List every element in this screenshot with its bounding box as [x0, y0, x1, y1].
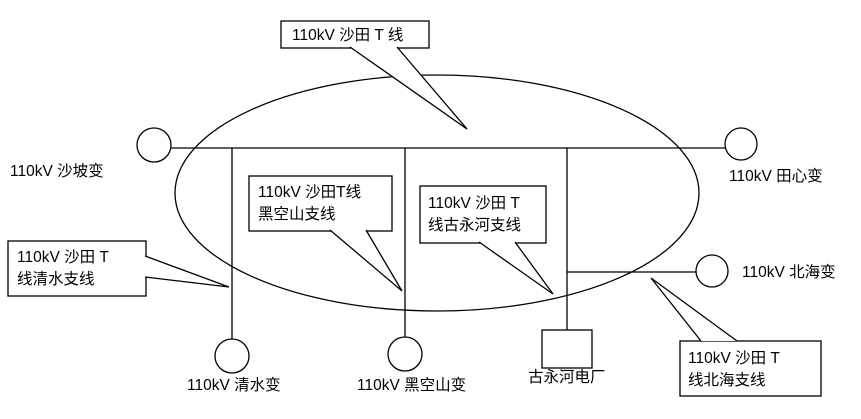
callout-tail-guyonghe: [478, 241, 554, 295]
callout-label-beihai-2: 线北海支线: [688, 371, 766, 389]
substation-node-heikongshan: [387, 336, 423, 372]
callout-tail-main-line: [349, 46, 468, 130]
callout-label-heikongshan-1: 110kV 沙田T线: [258, 183, 361, 201]
network-ring-ellipse: [174, 74, 700, 312]
callout-label-qingshui-2: 线清水支线: [17, 270, 95, 288]
callout-tail-qingshui: [144, 255, 230, 288]
callout-label-main-line: 110kV 沙田 T 线: [292, 26, 403, 44]
node-label-beihai: 110kV 北海变: [742, 263, 836, 281]
callout-box-guyonghe: [419, 185, 547, 244]
callout-box-qingshui: [7, 240, 147, 297]
callout-label-heikongshan-2: 黑空山支线: [258, 205, 336, 223]
substation-node-tianxin: [724, 127, 758, 161]
substation-node-qingshui: [214, 338, 250, 374]
callout-tail-heikongshan: [329, 229, 403, 292]
callout-label-guyonghe-1: 110kV 沙田 T: [428, 195, 520, 212]
plant-node-guyonghe: [541, 329, 593, 369]
node-label-guyonghe: 古永河电厂: [528, 368, 606, 386]
callout-box-beihai: [679, 340, 822, 397]
callout-box-main-line: [280, 20, 430, 49]
node-label-tianxin: 110kV 田心变: [729, 167, 823, 185]
node-label-heikongshan: 110kV 黑空山变: [357, 376, 466, 394]
callout-label-qingshui-1: 110kV 沙田 T: [17, 249, 109, 266]
callout-label-beihai-1: 110kV 沙田 T: [688, 350, 780, 367]
node-label-shapo: 110kV 沙坡变: [10, 162, 104, 180]
node-label-qingshui: 110kV 清水变: [187, 376, 281, 394]
callout-box-heikongshan: [248, 175, 393, 232]
callout-tail-beihai: [650, 277, 738, 342]
substation-node-beihai: [695, 254, 729, 288]
callout-label-guyonghe-2: 线古永河支线: [428, 216, 521, 234]
substation-node-shapo: [136, 127, 172, 163]
